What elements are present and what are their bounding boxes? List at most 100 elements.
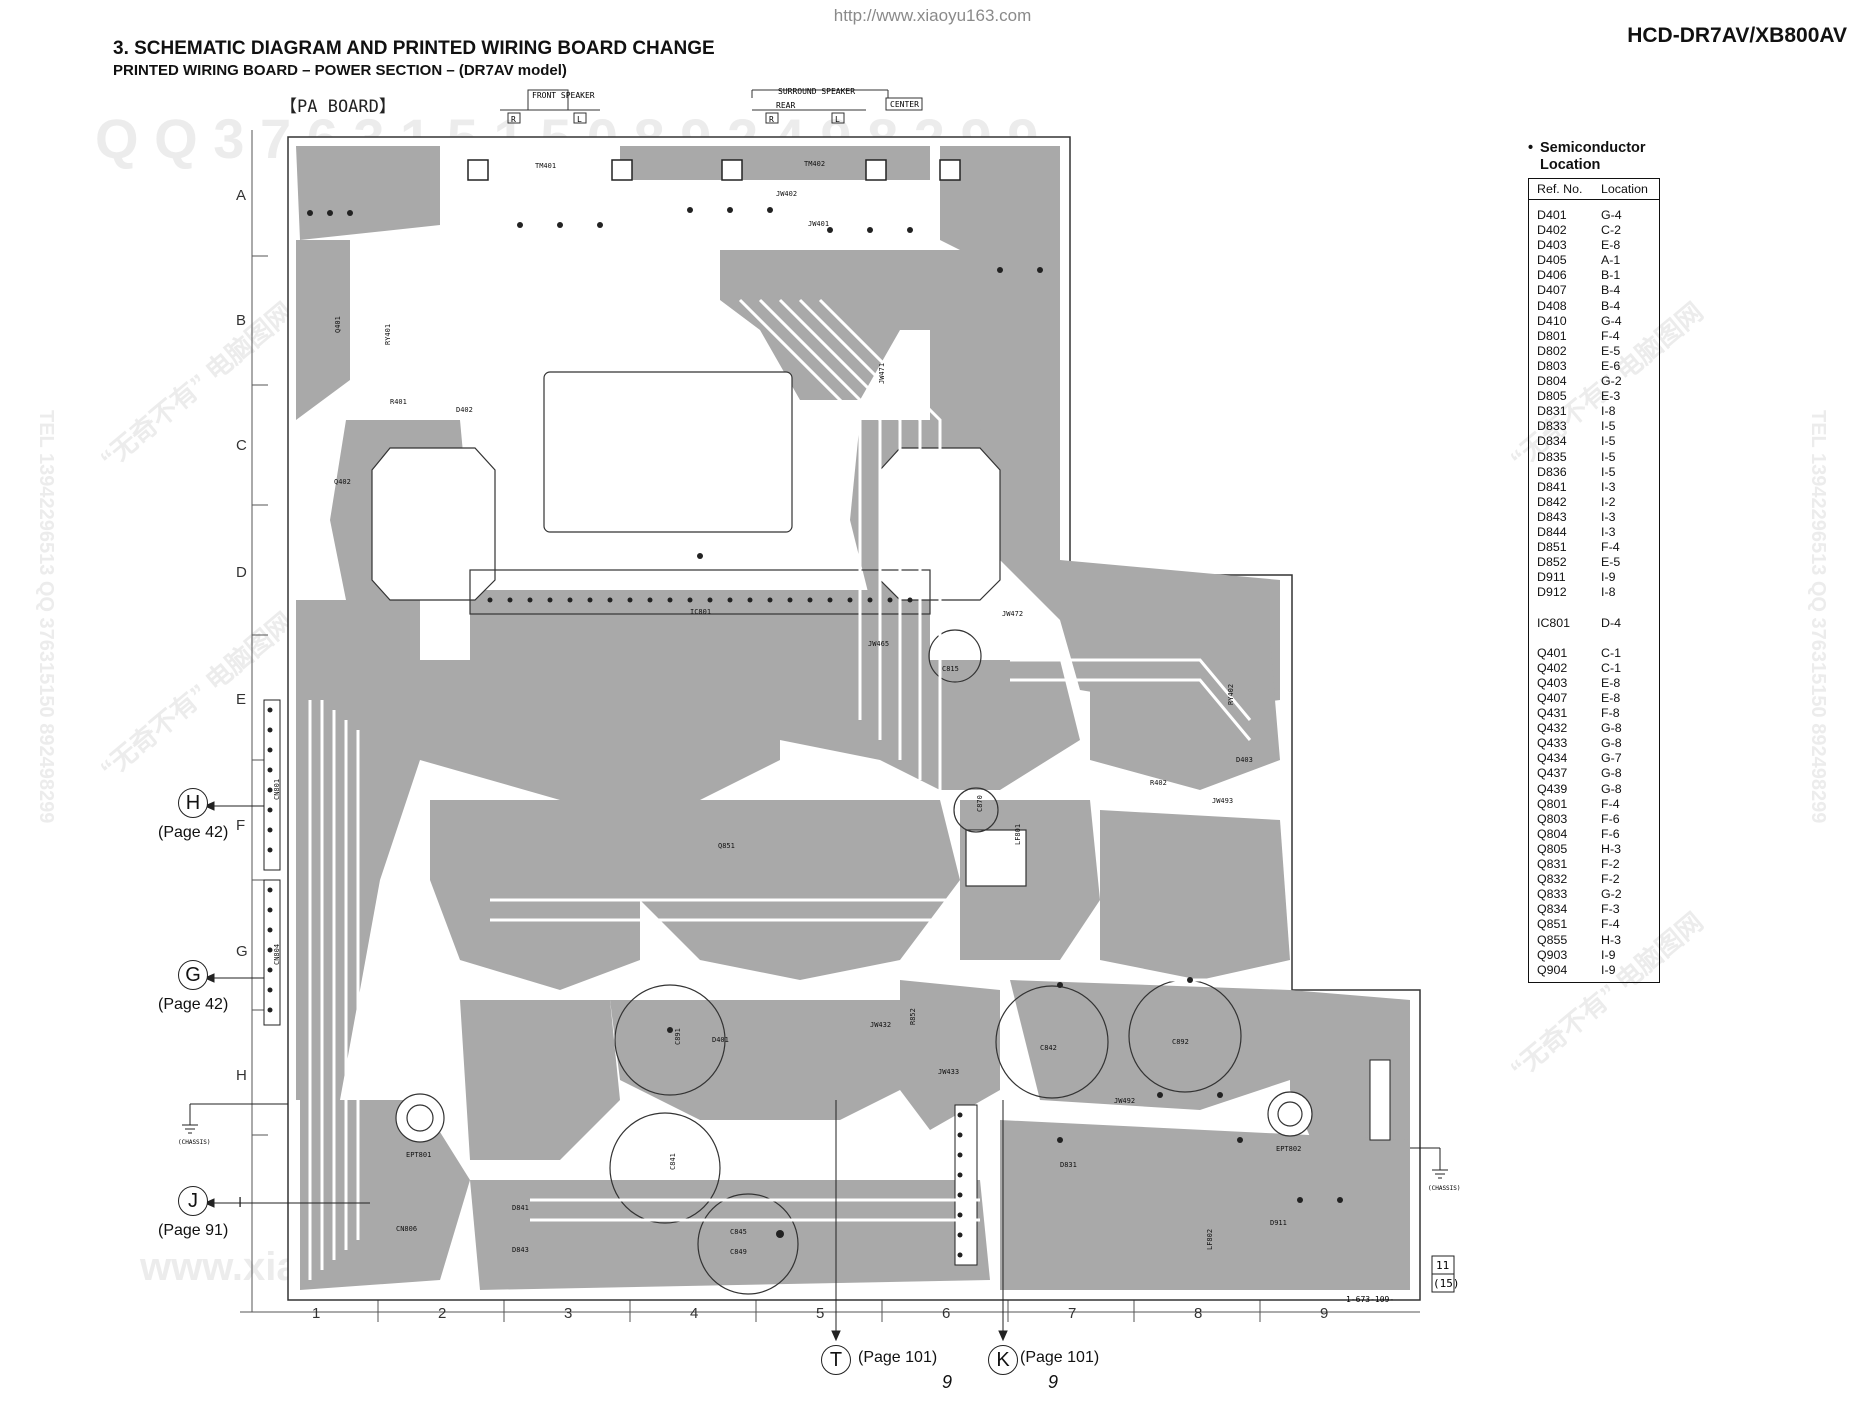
- col-number-5: 5: [816, 1305, 824, 1322]
- label-ry402: RY402: [1227, 684, 1235, 705]
- label-d841: D841: [512, 1204, 529, 1212]
- location-cell: C-1: [1601, 645, 1621, 660]
- connector-tag-j[interactable]: J: [178, 1186, 208, 1216]
- location-cell: I-5: [1601, 464, 1616, 479]
- surround-speaker-label: SURROUND SPEAKER: [778, 87, 855, 96]
- row-letter-f: F: [236, 817, 245, 834]
- pads: [267, 207, 1343, 1258]
- cutout-center: [543, 371, 793, 533]
- label-d401: D401: [712, 1036, 729, 1044]
- label-jw433: JW433: [938, 1068, 959, 1076]
- location-cell: E-8: [1601, 691, 1621, 705]
- location-cell: B-4: [1601, 283, 1621, 298]
- connector-page-k[interactable]: (Page 101): [1020, 1349, 1100, 1366]
- connector-page-h[interactable]: (Page 42): [158, 824, 229, 841]
- connector-page-j[interactable]: (Page 91): [158, 1222, 229, 1239]
- ref-no-cell: D803: [1537, 358, 1567, 373]
- ref-no-cell: Q903: [1537, 947, 1568, 962]
- connector-tag-h[interactable]: H: [178, 788, 208, 818]
- ic801-outline: [469, 569, 931, 615]
- location-cell: E-3: [1601, 389, 1621, 404]
- label-tm402: TM402: [804, 160, 825, 168]
- location-cell: I-5: [1601, 434, 1616, 449]
- connector-tag-t[interactable]: T: [821, 1345, 851, 1375]
- label-r852: R852: [909, 1008, 917, 1025]
- front-speaker-label: FRONT SPEAKER: [532, 91, 595, 100]
- label-jw471: JW471: [878, 363, 886, 384]
- ref-no-cell: D836: [1537, 464, 1567, 479]
- location-cell: I-8: [1601, 404, 1616, 419]
- speaker-terminals: [467, 159, 961, 181]
- semiconductor-heading: Semiconductor Location: [1540, 140, 1646, 174]
- connector-page-t[interactable]: (Page 101): [858, 1349, 938, 1366]
- ref-no-cell: Q431: [1537, 706, 1568, 721]
- ref-no-cell: D841: [1537, 479, 1567, 494]
- ref-no-cell: Q831: [1537, 857, 1568, 872]
- connector-page-g[interactable]: (Page 42): [158, 996, 229, 1013]
- connector-tag-g[interactable]: G: [178, 960, 208, 990]
- label-tm401: TM401: [535, 162, 556, 170]
- watermark-tel-right: TEL 13942296513 QQ 376315150 892498299: [1807, 410, 1829, 823]
- label-ry401: RY401: [384, 324, 392, 345]
- location-cell: [1601, 600, 1659, 615]
- table-row: D402 C-2: [1529, 223, 1659, 238]
- rear-label: REAR: [776, 101, 795, 110]
- label-jw401: JW401: [808, 220, 829, 228]
- url-header[interactable]: http://www.xiaoyu163.com: [833, 6, 1032, 25]
- ept801-core: [406, 1104, 434, 1132]
- row-letter-e: E: [236, 691, 246, 708]
- page-box: [1431, 1255, 1455, 1293]
- ref-no-cell: D805: [1537, 389, 1567, 404]
- label-d402: D402: [456, 406, 473, 414]
- col-ref-header: Ref. No.: [1537, 182, 1583, 196]
- label-d831: D831: [1060, 1161, 1077, 1169]
- board-name: 【PA BOARD】: [280, 97, 396, 117]
- connector-tag-k[interactable]: K: [988, 1345, 1018, 1375]
- ref-no-cell: D912: [1537, 585, 1567, 600]
- ref-no-cell: D844: [1537, 524, 1567, 539]
- location-cell: F-4: [1601, 540, 1620, 555]
- col-number-1: 1: [312, 1305, 320, 1322]
- col-number-4: 4: [690, 1305, 698, 1322]
- location-cell: A-1: [1601, 253, 1621, 268]
- location-cell: F-2: [1601, 857, 1620, 872]
- label-jw493: JW493: [1212, 797, 1233, 805]
- ref-no-cell: Q832: [1537, 872, 1568, 887]
- location-cell: C-2: [1601, 223, 1621, 238]
- ground-label-left: (CHASSIS): [178, 1139, 211, 1146]
- ref-no-cell: D402: [1537, 223, 1567, 238]
- col-number-9: 9: [1320, 1305, 1328, 1322]
- location-cell: E-8: [1601, 675, 1621, 690]
- label-jw472: JW472: [1002, 610, 1023, 618]
- grid-frame: [240, 130, 1420, 1322]
- label-cn804: CN804: [273, 944, 281, 965]
- location-cell: G-8: [1601, 736, 1622, 751]
- label-q401: Q401: [334, 316, 342, 333]
- connector-strip: [954, 1104, 978, 1266]
- ref-no-cell: Q402: [1537, 660, 1568, 675]
- watermark-brand-1: “无奇不有” 电脑图网: [95, 297, 299, 475]
